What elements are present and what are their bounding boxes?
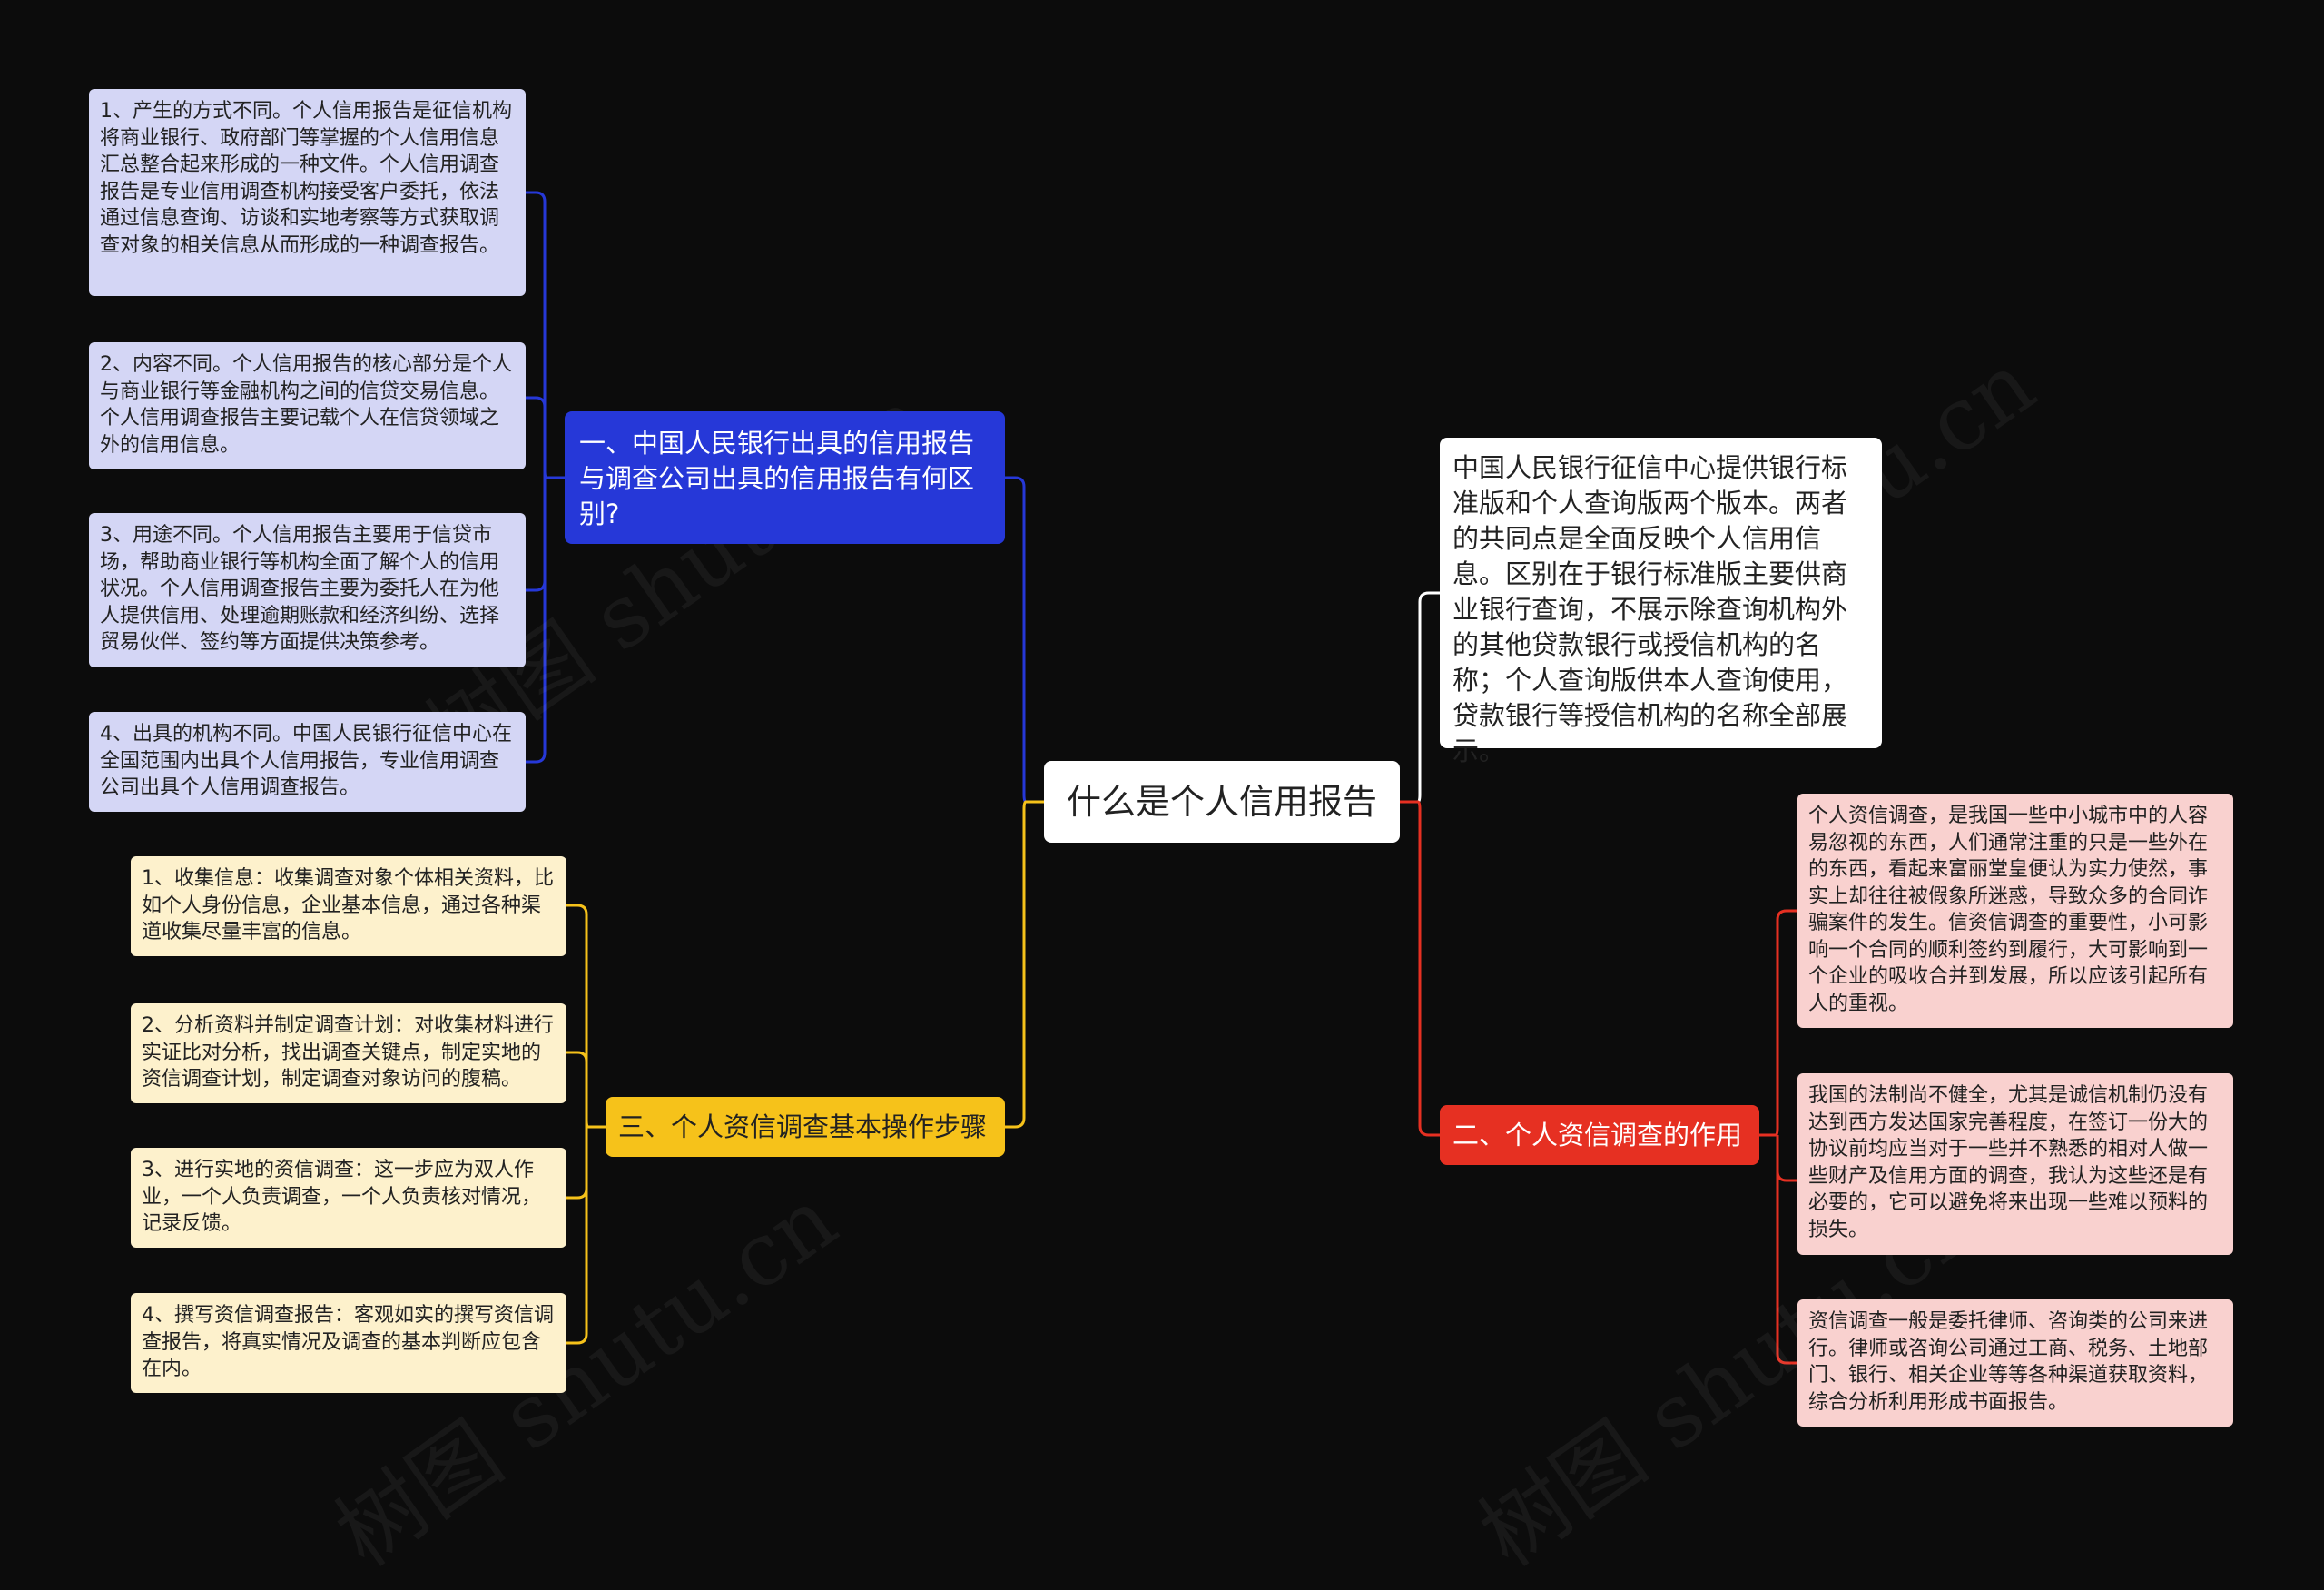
leaf-steps-4[interactable]: 4、撰写资信调查报告：客观如实的撰写资信调查报告，将真实情况及调查的基本判断应包… bbox=[131, 1293, 566, 1393]
link-red-leaf-3 bbox=[1776, 1135, 1797, 1365]
leaf-purpose-1[interactable]: 个人资信调查，是我国一些中小城市中的人容易忽视的东西，人们通常注重的只是一些外在… bbox=[1797, 794, 2233, 1028]
leaf-steps-3[interactable]: 3、进行实地的资信调查：这一步应为双人作业，一个人负责调查，一个人负责核对情况，… bbox=[131, 1148, 566, 1248]
link-blue-leaf-2 bbox=[526, 396, 547, 478]
leaf-steps-2[interactable]: 2、分析资料并制定调查计划：对收集材料进行实证比对分析，找出调查关键点，制定实地… bbox=[131, 1003, 566, 1103]
link-root-red bbox=[1400, 800, 1440, 1137]
leaf-difference-3[interactable]: 3、用途不同。个人信用报告主要用于信贷市场，帮助商业银行等机构全面了解个人的信用… bbox=[89, 513, 526, 667]
branch-purpose[interactable]: 二、个人资信调查的作用 bbox=[1440, 1105, 1759, 1165]
link-blue-leaf-4 bbox=[526, 478, 547, 764]
leaf-difference-4[interactable]: 4、出具的机构不同。中国人民银行征信中心在全国范围内出具个人信用报告，专业信用调… bbox=[89, 712, 526, 812]
link-yellow-leaf-2 bbox=[566, 1051, 588, 1127]
leaf-steps-1[interactable]: 1、收集信息：收集调查对象个体相关资料，比如个人身份信息，企业基本信息，通过各种… bbox=[131, 856, 566, 956]
link-blue-leaf-3 bbox=[526, 478, 547, 592]
root-topic[interactable]: 什么是个人信用报告 bbox=[1044, 761, 1400, 843]
leaf-purpose-3[interactable]: 资信调查一般是委托律师、咨询类的公司来进行。律师或咨询公司通过工商、税务、土地部… bbox=[1797, 1299, 2233, 1427]
link-yellow-leaf-4 bbox=[566, 1127, 588, 1345]
link-red-leaf-1 bbox=[1759, 909, 1797, 1137]
link-yellow-leaf-3 bbox=[566, 1127, 588, 1200]
leaf-purpose-2[interactable]: 我国的法制尚不健全，尤其是诚信机制仍没有达到西方发达国家完善程度，在签订一份大的… bbox=[1797, 1073, 2233, 1255]
connector-lines bbox=[526, 191, 1797, 1365]
branch-report-versions[interactable]: 中国人民银行征信中心提供银行标准版和个人查询版两个版本。两者的共同点是全面反映个… bbox=[1440, 438, 1882, 766]
link-red-leaf-2 bbox=[1776, 1135, 1797, 1182]
link-root-yellow bbox=[1005, 800, 1044, 1129]
branch-steps[interactable]: 三、个人资信调查基本操作步骤 bbox=[606, 1097, 1005, 1157]
link-root-white bbox=[1400, 591, 1440, 804]
link-root-blue bbox=[1005, 476, 1044, 804]
leaf-difference-2[interactable]: 2、内容不同。个人信用报告的核心部分是个人与商业银行等金融机构之间的信贷交易信息… bbox=[89, 342, 526, 469]
branch-difference[interactable]: 一、中国人民银行出具的信用报告与调查公司出具的信用报告有何区别? bbox=[565, 411, 1005, 544]
leaf-difference-1[interactable]: 1、产生的方式不同。个人信用报告是征信机构将商业银行、政府部门等掌握的个人信用信… bbox=[89, 89, 526, 296]
